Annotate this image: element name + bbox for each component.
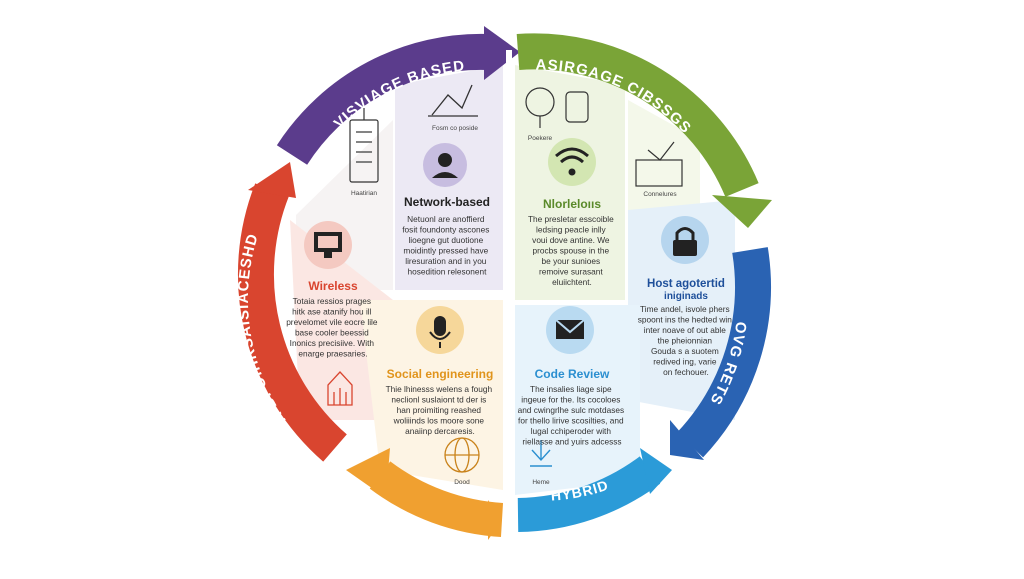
download-caption: Heme — [532, 479, 550, 486]
chart-icon — [428, 84, 478, 117]
monitor-caption: Connelures — [643, 191, 677, 198]
panel-host — [628, 200, 735, 420]
computer-icon — [304, 221, 352, 269]
flame-icon — [327, 371, 353, 406]
segment-network-body: Netuonl are anoffierd fosit foundonty as… — [402, 214, 492, 277]
download-icon — [530, 440, 552, 467]
lock-icon — [661, 216, 709, 264]
arc-bottom-left — [346, 448, 504, 540]
segment-wireless-title: Wireless — [308, 279, 358, 293]
tower-caption: Haatirian — [351, 190, 377, 197]
segment-host: Host agotertid iniginads Time andel, isv… — [638, 278, 734, 377]
panel-code — [515, 305, 640, 495]
segment-network-title: Network-based — [404, 195, 490, 209]
segment-social: Social engineering Thie lhinesss welens … — [386, 367, 495, 436]
segment-code: Code Review The insalies liage sipe inge… — [518, 367, 627, 447]
arc-top-right-band — [516, 33, 759, 198]
monitor-icon — [635, 141, 683, 187]
arc-left-arrowhead — [248, 162, 296, 198]
segment-wireless-right-title: Nlorleloııs — [543, 197, 601, 211]
segment-social-body: Thie lhinesss welens a fough neclionl su… — [386, 384, 495, 436]
wifi-icon — [548, 138, 596, 186]
globe-icon — [444, 437, 480, 473]
segment-host-title: Host agotertid — [647, 278, 725, 290]
tree-icon — [525, 87, 589, 128]
user-icon — [423, 143, 467, 187]
tree-caption: Poekere — [528, 135, 553, 142]
arc-top-left-arrowhead — [484, 26, 520, 80]
mail-icon — [546, 306, 594, 354]
arc-bottom-left-tail — [488, 500, 502, 540]
segment-host-subtitle: iniginads — [664, 291, 708, 302]
microphone-icon — [416, 306, 464, 354]
segment-wireless-right-body: The presletar esscoible ledsing peacle i… — [528, 214, 616, 287]
arc-right-band — [676, 247, 771, 458]
arc-bottom-right: HYBRID — [517, 448, 672, 532]
segment-wireless: Wireless Totaia ressios prages hitk ase … — [286, 279, 380, 359]
arc-bottom-right-arrowhead — [640, 448, 672, 494]
segment-network: Network-based Netuonl are anoffierd fosi… — [402, 195, 492, 277]
chart-caption: Fosm co poside — [432, 125, 478, 132]
arc-bottom-right-band — [517, 456, 661, 532]
segment-wireless-right: Nlorleloııs The presletar esscoible leds… — [528, 197, 616, 287]
arc-top-right-arrowhead — [712, 195, 772, 228]
segment-host-body: Time andel, isvole phers spoont ins the … — [638, 304, 734, 377]
arc-bottom-left-arrowhead — [346, 448, 390, 498]
arc-top-left-band — [276, 33, 489, 165]
panel-wireless — [290, 220, 393, 420]
tower-icon — [349, 108, 379, 183]
segment-code-title: Code Review — [535, 367, 610, 381]
globe-caption: Dood — [454, 479, 470, 486]
segment-code-body: The insalies liage sipe ingeue for the. … — [518, 384, 627, 447]
arc-right-arrowhead — [670, 420, 704, 460]
segment-social-title: Social engineering — [387, 367, 494, 381]
segment-wireless-body: Totaia ressios prages hitk ase atanify h… — [286, 296, 380, 359]
arc-left-band — [237, 183, 347, 462]
